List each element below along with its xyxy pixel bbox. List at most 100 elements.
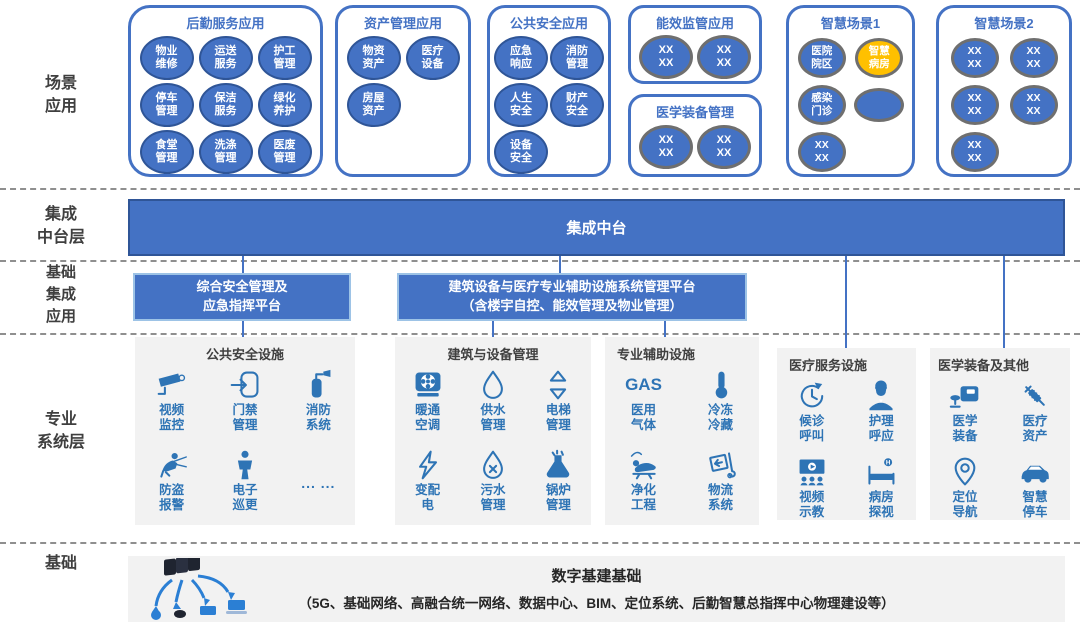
facility-item: 视频 示教 <box>793 456 831 520</box>
item-label: 物流 系统 <box>707 483 733 512</box>
facility-item: 视频 监控 <box>153 369 191 433</box>
scene-bubble: XX XX <box>639 35 693 79</box>
divider <box>0 542 1080 544</box>
layer-label-scene: 场景 应用 <box>44 75 77 116</box>
facility-item: 暖通 空调 <box>409 369 447 433</box>
connector-line <box>492 321 494 337</box>
facility-item: 候诊 呼叫 <box>793 380 831 444</box>
scene-group-medical-equipment-mgmt: 医学装备管理 XX XX XX XX <box>628 94 762 177</box>
nurse-icon <box>869 380 893 411</box>
scene-bubble: 停车 管理 <box>139 82 194 127</box>
scene-bubble: XX XX <box>950 131 999 172</box>
scene-group-public-safety: 公共安全应用 应急 响应 消防 管理 人生 安全 财产 安全 设备 安全 <box>487 5 611 177</box>
section-public-safety-facilities: 公共安全设施 视频 监控 门禁 管理 消防 系统 防盗 报警 电子 巡更 <box>135 337 355 525</box>
facility-item: 净化 工程 <box>625 449 663 513</box>
item-label: 电子 巡更 <box>232 483 258 512</box>
section-title: 医学装备及其他 <box>938 358 1030 373</box>
section-medical-equipment-other: 医学装备及其他 医学 装备 医疗 资产 定位 导航 智慧 停车 <box>930 348 1070 520</box>
scene-bubble: 应急 响应 <box>494 35 548 80</box>
facility-item: GAS 医用 气体 <box>625 369 662 433</box>
facility-item: H 病房 探视 <box>862 456 900 520</box>
scene-bubble: XX XX <box>697 35 751 79</box>
section-building-equipment: 建筑与设备管理 暖通 空调 供水 管理 电梯 管理 变配 电 污水 管理 <box>395 337 591 525</box>
connector-line <box>1003 256 1005 348</box>
logistics-trolley-icon <box>708 452 736 479</box>
layer-label-integration: 集成 中台层 <box>36 206 85 247</box>
item-label: 冷冻 冷藏 <box>707 403 733 432</box>
group-title: 后勤服务应用 <box>186 16 265 31</box>
scene-bubble: 设备 安全 <box>494 129 548 174</box>
item-label: 锅炉 管理 <box>545 483 571 512</box>
scene-bubble: XX XX <box>1009 37 1058 78</box>
item-label: 病房 探视 <box>868 490 894 519</box>
group-title: 公共安全应用 <box>509 16 588 31</box>
group-title: 医学装备管理 <box>655 105 734 120</box>
item-label: 候诊 呼叫 <box>799 414 825 443</box>
foundation-description: （5G、基础网络、高融合统一网络、数据中心、BIM、定位系统、后勤智慧总指挥中心… <box>298 596 895 611</box>
facility-item: 护理 呼应 <box>862 380 900 444</box>
digital-foundation-panel: 数字基建基础 （5G、基础网络、高融合统一网络、数据中心、BIM、定位系统、后勤… <box>128 556 1065 622</box>
section-title: 专业辅助设施 <box>617 347 696 362</box>
thermometer-icon <box>715 371 727 399</box>
group-title: 智慧场景1 <box>820 16 881 31</box>
scene-bubble: 人生 安全 <box>494 82 548 127</box>
boiler-flask-icon <box>547 449 570 478</box>
integration-platform-bar: 集成中台 <box>128 199 1065 256</box>
scene-bubble: 医疗 设备 <box>405 35 460 80</box>
location-pin-icon <box>954 457 976 486</box>
elevator-icon <box>550 370 567 400</box>
item-label: 净化 工程 <box>630 483 656 512</box>
burglar-icon <box>159 453 187 478</box>
scene-bubble: XX XX <box>1009 84 1058 125</box>
water-drop-icon <box>483 370 503 399</box>
facility-item: 定位 导航 <box>946 456 984 520</box>
sewage-drop-icon <box>483 450 503 479</box>
item-label: 医疗 资产 <box>1022 414 1048 443</box>
scene-bubble: 护工 管理 <box>257 35 312 80</box>
item-label: 视频 监控 <box>159 403 185 432</box>
medical-equipment-icon <box>949 386 979 408</box>
connector-line <box>559 256 561 273</box>
scene-bubble: XX XX <box>697 125 751 169</box>
smart-car-icon <box>1021 465 1049 483</box>
facility-item: 变配 电 <box>409 449 447 513</box>
facility-item: 冷冻 冷藏 <box>702 369 740 433</box>
platform-box-safety-command: 综合安全管理及 应急指挥平台 <box>133 273 351 321</box>
facility-item: 供水 管理 <box>474 369 512 433</box>
patrol-guard-icon <box>237 450 253 480</box>
gas-text-icon: GAS <box>625 375 662 394</box>
facility-item: 物流 系统 <box>702 449 740 513</box>
item-label: 智慧 停车 <box>1022 490 1048 519</box>
item-label: 护理 呼应 <box>868 414 894 443</box>
fire-extinguisher-icon <box>312 369 331 398</box>
scene-group-logistics-services: 后勤服务应用 物业 维修 运送 服务 护工 管理 停车 管理 保洁 服务 绿化 … <box>128 5 323 177</box>
section-medical-services: 医疗服务设施 候诊 呼叫 护理 呼应 视频 示教 H 病房 探视 <box>777 348 916 520</box>
item-label: 门禁 管理 <box>232 403 258 432</box>
scene-bubble: 感染 门诊 <box>797 84 846 125</box>
facility-item: 污水 管理 <box>474 449 512 513</box>
syringe-icon <box>1024 385 1045 406</box>
foundation-text: 数字基建基础 （5G、基础网络、高融合统一网络、数据中心、BIM、定位系统、后勤… <box>128 565 1065 612</box>
scene-bubble: XX XX <box>950 84 999 125</box>
video-teaching-icon <box>799 459 825 486</box>
surgery-icon <box>630 451 656 480</box>
scene-bubble: 食堂 管理 <box>139 129 194 174</box>
item-label: 暖通 空调 <box>415 403 441 432</box>
facility-item: 防盗 报警 <box>153 449 191 513</box>
scene-bubble: 洗涤 管理 <box>198 129 253 174</box>
section-professional-auxiliary: 专业辅助设施 GAS 医用 气体 冷冻 冷藏 净化 工程 物流 系统 <box>605 337 759 525</box>
scene-bubble: 财产 安全 <box>550 82 604 127</box>
item-label: 视频 示教 <box>799 490 825 519</box>
item-label: 医学 装备 <box>952 414 978 443</box>
facility-item: 门禁 管理 <box>226 369 264 433</box>
scene-bubble: 医院 院区 <box>797 37 846 78</box>
foundation-title: 数字基建基础 <box>551 568 642 585</box>
scene-group-smart-scenario-2: 智慧场景2 XX XX XX XX XX XX XX XX XX XX <box>936 5 1072 177</box>
lightning-icon <box>418 450 437 480</box>
scene-bubble: 物业 维修 <box>139 35 194 80</box>
item-label: 定位 导航 <box>952 490 978 519</box>
group-title: 能效监管应用 <box>655 16 734 31</box>
facility-item: 医疗 资产 <box>1016 380 1054 444</box>
scene-bubble: 绿化 养护 <box>257 82 312 127</box>
